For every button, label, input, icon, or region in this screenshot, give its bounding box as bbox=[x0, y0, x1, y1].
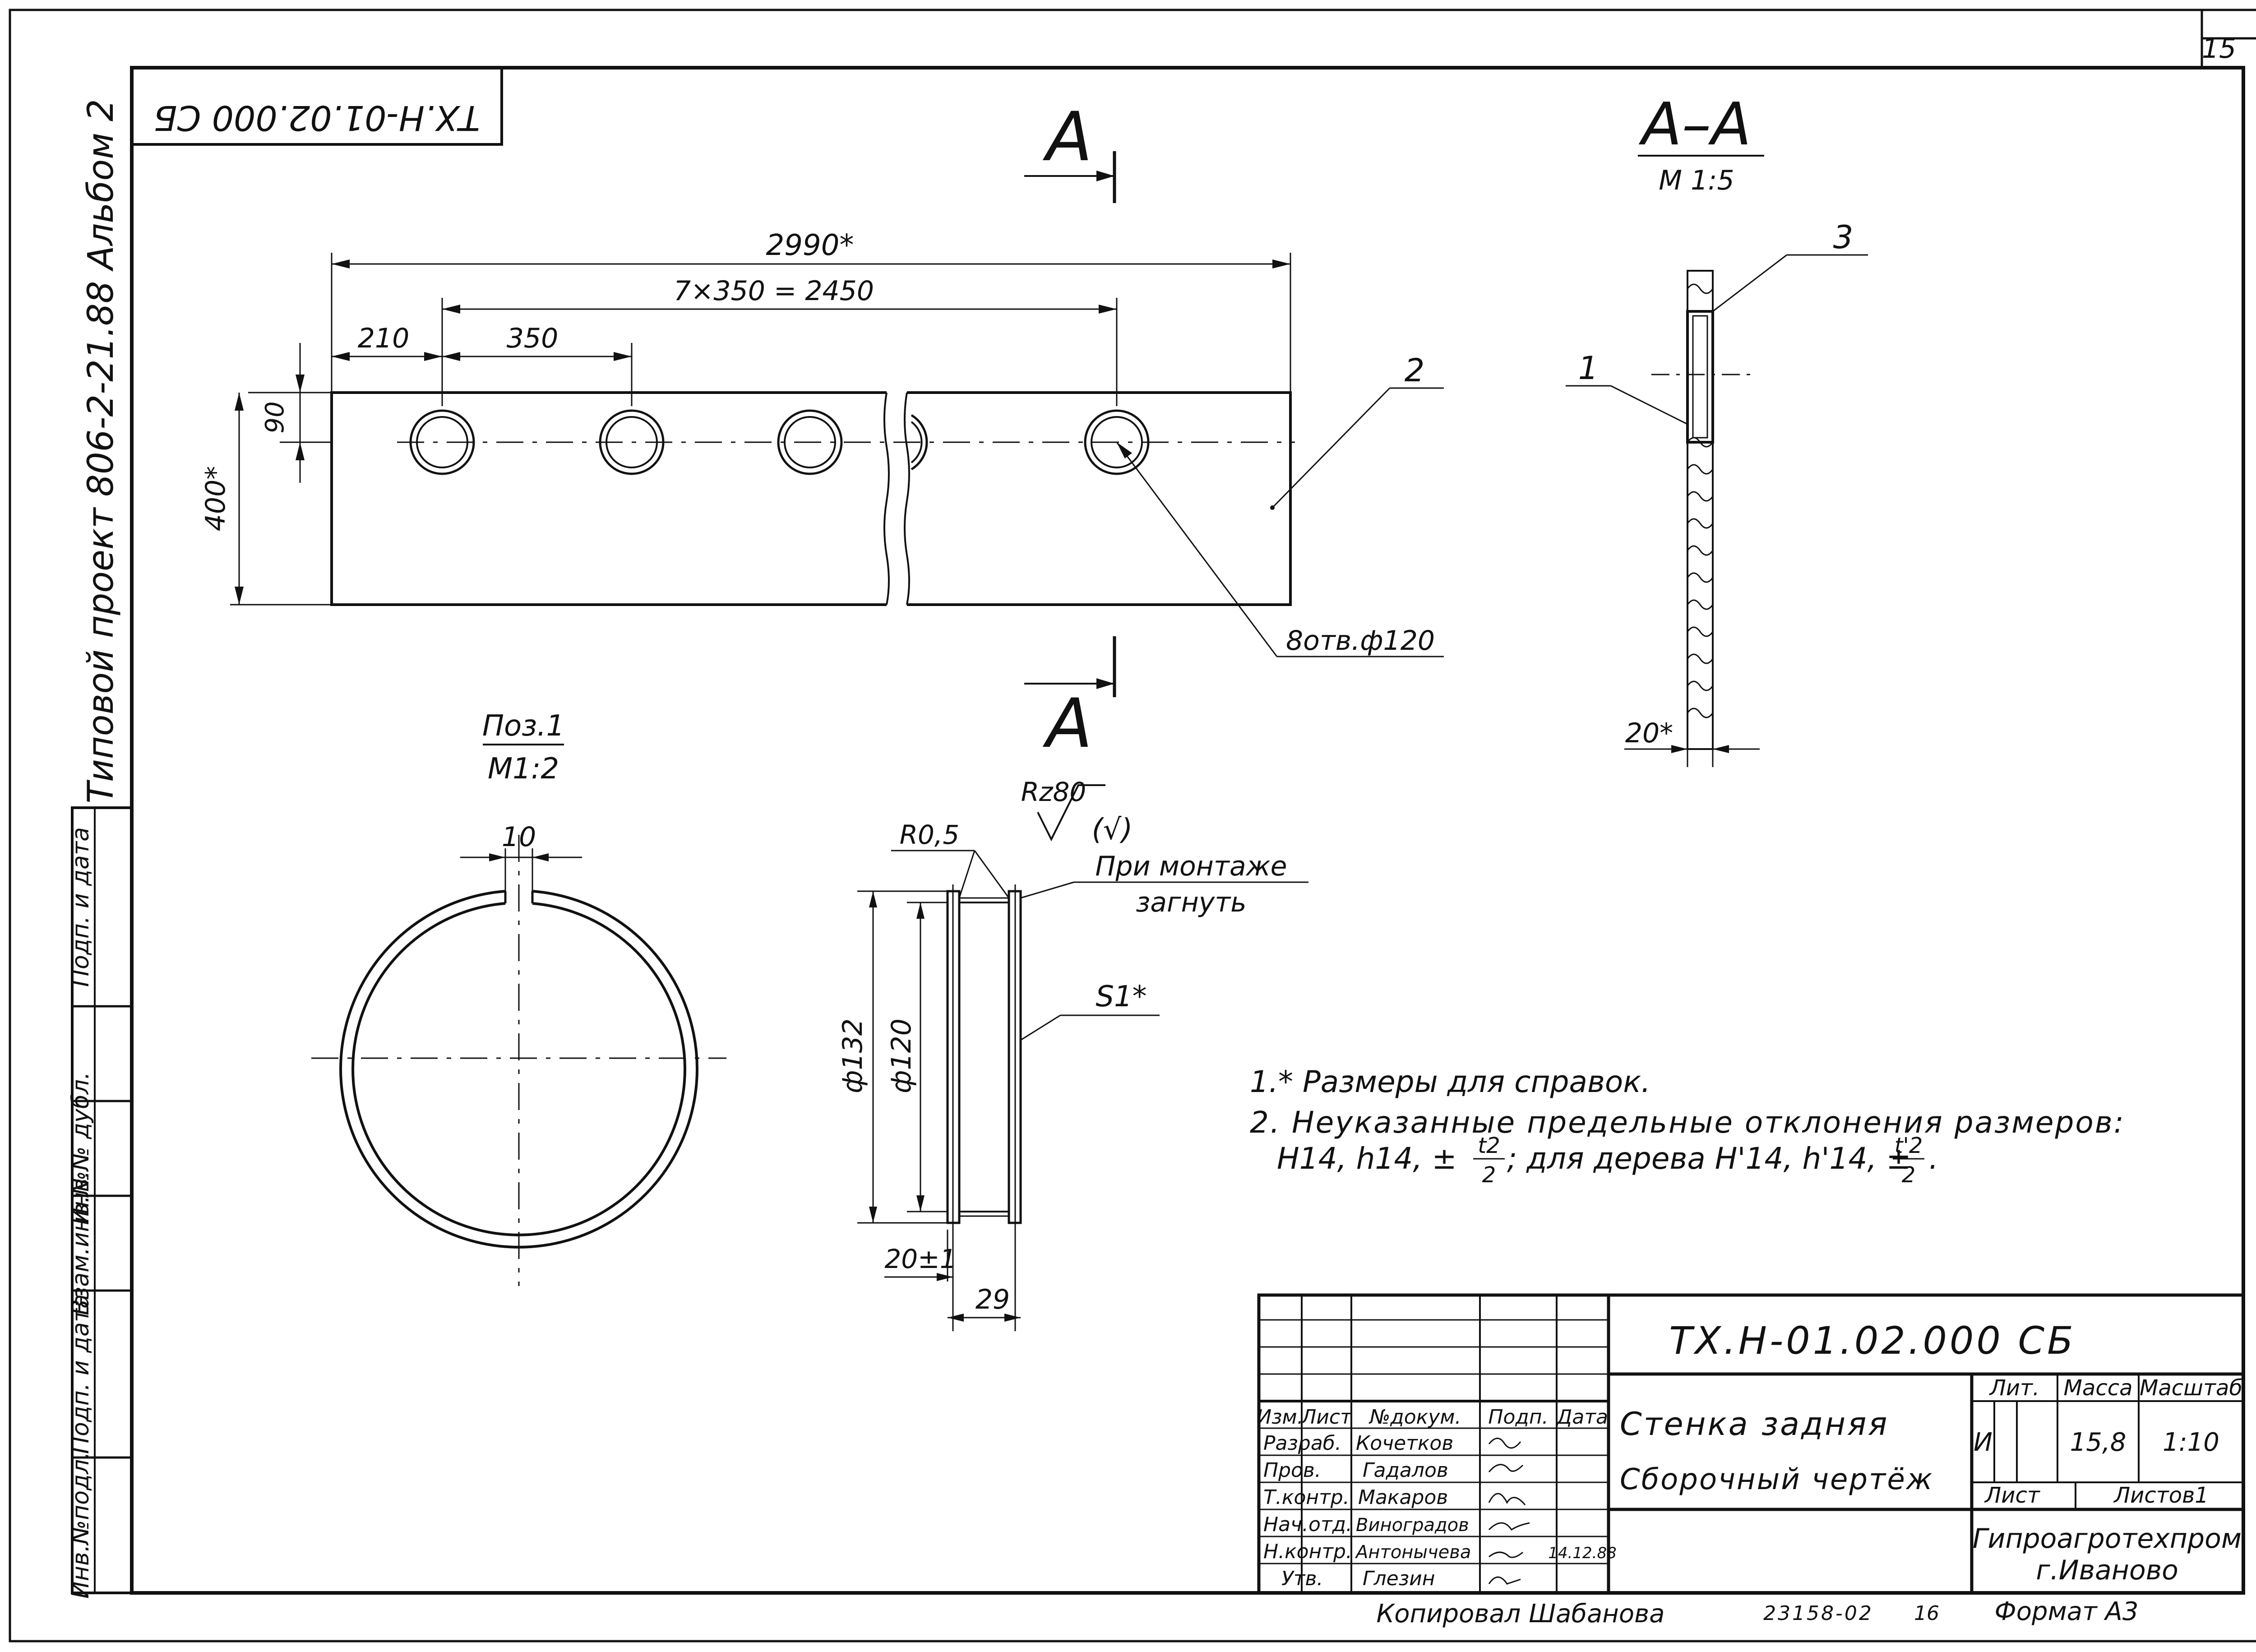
role-tkontr: Т.контр. bbox=[1263, 1486, 1350, 1509]
name-prov: Гадалов bbox=[1363, 1459, 1448, 1482]
side-box-inv-dubl: Инв.№ дубл. bbox=[67, 1072, 94, 1225]
name-nkontr: Антонычева bbox=[1355, 1542, 1471, 1563]
hdr-doc: №докум. bbox=[1368, 1406, 1461, 1429]
side-box-vzam-inv: Взам.инв.№ bbox=[67, 1171, 94, 1315]
footer-page-code: 16 bbox=[1914, 1602, 1939, 1625]
side-box-podp-data-2: Подп. и дата bbox=[67, 827, 94, 987]
frac1-den: 2 bbox=[1482, 1162, 1496, 1188]
hdr-data: Дата bbox=[1556, 1406, 1608, 1429]
hole-4 bbox=[911, 414, 928, 471]
hdr-izm: Изм. bbox=[1257, 1406, 1304, 1429]
thickness-note: S1* bbox=[1096, 980, 1146, 1013]
dim-spacing: 350 bbox=[507, 323, 559, 354]
tb-designation: ТХ.Н-01.02.000 СБ bbox=[1669, 1319, 2076, 1363]
dim-edge: 90 bbox=[260, 401, 290, 433]
name-razrab: Кочетков bbox=[1356, 1432, 1453, 1455]
note-end: . bbox=[1929, 1141, 1938, 1176]
ring-section: Rz80 (√) R0,5 При монтаже загнуть S1* ф1… bbox=[837, 777, 1308, 1331]
dim-offset: 210 bbox=[358, 323, 410, 354]
role-utv: Утв. bbox=[1281, 1567, 1323, 1590]
role-prov: Пров. bbox=[1263, 1459, 1321, 1482]
pos1-detail: Поз.1 М1:2 10 bbox=[311, 709, 726, 1286]
tb-scale-header: Масштаб bbox=[2140, 1375, 2242, 1401]
hole-1 bbox=[409, 409, 475, 475]
tb-name-1: Стенка задняя bbox=[1620, 1406, 1889, 1443]
name-nachotd: Виноградов bbox=[1356, 1515, 1469, 1536]
leader-pos1: 1 bbox=[1578, 350, 1599, 387]
tb-sheets-label: Листов1 bbox=[2113, 1483, 2209, 1508]
roughness-symbol: (√) bbox=[1092, 813, 1133, 847]
tb-mass-value: 15,8 bbox=[2070, 1428, 2127, 1457]
note-2b-part2: ; для дерева Н'14, h'14, ± bbox=[1507, 1141, 1911, 1176]
holes-note: 8отв.ф120 bbox=[1286, 625, 1435, 657]
outer-diameter: ф132 bbox=[837, 1018, 869, 1093]
name-utv: Глезин bbox=[1363, 1567, 1435, 1590]
role-nkontr: Н.контр. bbox=[1263, 1540, 1352, 1563]
length-a: 20±1 bbox=[884, 1244, 956, 1274]
mount-note-1: При монтаже bbox=[1095, 851, 1287, 882]
side-stamp: Инв.№подл. Подп. и дата Взам.инв.№ Инв.№… bbox=[67, 806, 133, 1599]
hdr-podp: Подп. bbox=[1488, 1406, 1548, 1429]
leader-pos2: 2 bbox=[1405, 352, 1425, 389]
hole-5 bbox=[1084, 409, 1150, 475]
cut-label-bottom: А bbox=[1043, 685, 1093, 763]
section-title: А–А bbox=[1639, 90, 1752, 158]
signatures bbox=[1488, 1438, 1530, 1585]
tb-org-2: г.Иваново bbox=[2036, 1555, 2178, 1586]
tb-lit-value: И bbox=[1974, 1428, 1992, 1457]
hole-3 bbox=[777, 409, 843, 475]
role-nachotd: Нач.отд. bbox=[1263, 1513, 1352, 1536]
tb-mass-header: Масса bbox=[2063, 1375, 2132, 1401]
front-view: 2990* 7×350 = 2450 210 350 90 400* 2 8от… bbox=[200, 229, 1444, 657]
roughness-value: Rz80 bbox=[1021, 777, 1086, 807]
pos1-scale: М1:2 bbox=[488, 752, 559, 786]
side-box-podp-data-1: Подп. и дата bbox=[67, 1294, 94, 1454]
footer: Копировал Шабанова 23158-02 16 Формат А3 bbox=[1377, 1597, 2139, 1629]
name-tkontr: Макаров bbox=[1358, 1486, 1448, 1509]
side-project-label: Типовой проект 806-2-21.88 Альбом 2 bbox=[81, 99, 121, 804]
sheet-number: 15 bbox=[2202, 33, 2236, 65]
radius-note: R0,5 bbox=[900, 819, 960, 850]
footer-format: Формат А3 bbox=[1995, 1597, 2139, 1626]
sign-date: 14.12.88 bbox=[1548, 1544, 1616, 1562]
tb-scale-value: 1:10 bbox=[2163, 1428, 2219, 1457]
tb-org-1: Гипроагротехпром bbox=[1973, 1523, 2242, 1555]
designation-rotated-box: ТХ.Н-01.02.000 СБ bbox=[130, 66, 503, 146]
note-2b-part1: Н14, h14, ± bbox=[1277, 1141, 1457, 1176]
sheet-frame: 15 bbox=[9, 9, 2256, 1643]
frac2-num: t'2 bbox=[1895, 1133, 1923, 1158]
section-cut-markers: А А bbox=[1024, 98, 1116, 763]
section-aa: А–А М 1:5 1 3 20* bbox=[1566, 90, 1868, 767]
hole-2 bbox=[599, 409, 665, 475]
section-scale: М 1:5 bbox=[1659, 165, 1734, 196]
footer-copied: Копировал Шабанова bbox=[1377, 1599, 1665, 1629]
tb-lit-header: Лит. bbox=[1989, 1375, 2040, 1401]
dim-pitch: 7×350 = 2450 bbox=[674, 275, 874, 307]
side-box-inv-podl: Инв.№подл. bbox=[67, 1452, 94, 1599]
section-thickness: 20* bbox=[1625, 717, 1673, 749]
mount-note-2: загнуть bbox=[1136, 887, 1246, 918]
hdr-list: Лист bbox=[1300, 1406, 1352, 1429]
frac1-num: t2 bbox=[1478, 1133, 1500, 1158]
footer-code: 23158-02 bbox=[1763, 1602, 1873, 1625]
leader-pos3: 3 bbox=[1833, 219, 1854, 256]
tb-sheet-label: Лист bbox=[1984, 1483, 2041, 1508]
inner-diameter: ф120 bbox=[886, 1018, 917, 1093]
notes: 1.* Размеры для справок. 2. Неуказанные … bbox=[1250, 1064, 2125, 1188]
role-razrab: Разраб. bbox=[1263, 1432, 1341, 1455]
dim-height: 400* bbox=[200, 466, 231, 532]
length-b: 29 bbox=[975, 1284, 1010, 1315]
title-block: Изм. Лист №докум. Подп. Дата Разраб. Про… bbox=[1257, 1293, 2245, 1595]
note-2: 2. Неуказанные предельные отклонения раз… bbox=[1250, 1105, 2125, 1140]
pos1-title: Поз.1 bbox=[482, 709, 564, 743]
pos1-gap-dim: 10 bbox=[502, 821, 536, 853]
note-1: 1.* Размеры для справок. bbox=[1250, 1064, 1650, 1099]
frac2-den: 2 bbox=[1902, 1162, 1916, 1188]
designation-rotated: ТХ.Н-01.02.000 СБ bbox=[153, 98, 480, 138]
tb-name-2: Сборочный чертёж bbox=[1620, 1463, 1933, 1496]
cut-label-top: А bbox=[1043, 98, 1093, 176]
dim-overall: 2990* bbox=[766, 229, 854, 262]
